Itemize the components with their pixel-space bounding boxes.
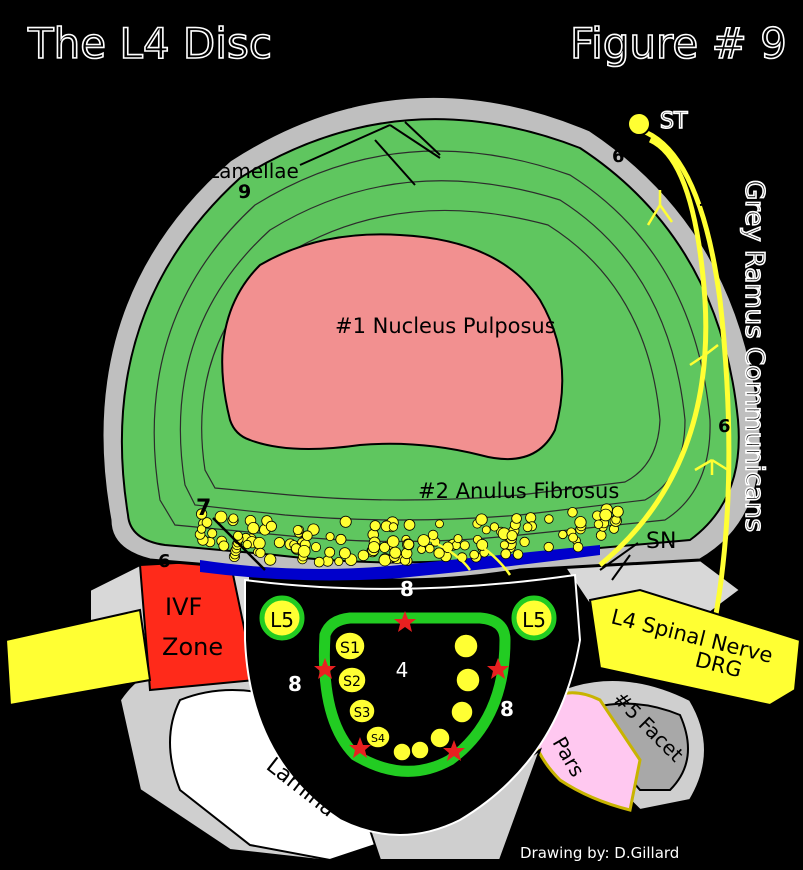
nerve-fiber-dot [470,550,479,559]
nerve-fiber-dot [569,533,578,542]
nerve-fiber-dot [302,531,312,541]
nerve-fiber-dot [428,530,438,540]
nerve-fiber-dot [336,534,346,544]
nerve-fiber-dot [387,536,399,548]
left-l5-label: L5 [270,608,294,632]
nerve-fiber-dot [390,547,401,558]
nerve-fiber-dot [500,541,508,549]
nerve-fiber-dot [274,538,284,548]
diagram-title: The L4 Disc [27,19,272,68]
nerve-fiber-dot [418,535,430,547]
num-6-bottom-left: 6 [158,551,171,572]
ivf-label-line2: Zone [162,633,223,661]
drawing-credit: Drawing by: D.Gillard [520,844,679,862]
nerve-fiber-dot [243,540,251,548]
nerve-fiber-dot [370,521,380,531]
right-root-2 [456,668,480,692]
num-8-left: 8 [288,672,302,696]
nerve-fiber-dot [594,520,603,529]
nerve-fiber-dot [490,523,498,531]
nerve-fiber-dot [568,508,578,518]
nerve-fiber-dot [596,531,606,541]
right-root-1 [454,634,478,658]
nerve-fiber-dot [512,514,522,524]
nerve-fiber-dot [358,550,369,561]
nerve-fiber-dot [335,557,343,565]
num-8-top: 8 [400,577,414,601]
sinuvertebral-st-ganglion [628,113,650,135]
nerve-fiber-dot [326,533,334,541]
s3-label: S3 [354,706,371,721]
nerve-fiber-dot [600,509,612,521]
nerve-fiber-dot [256,548,265,557]
nerve-fiber-dot [526,513,536,523]
figure-label: Figure # 9 [570,19,787,68]
nerve-fiber-dot [379,554,391,566]
nerve-fiber-dot [520,537,529,546]
nerve-fiber-dot [454,535,462,543]
num-6-right: 6 [718,416,731,437]
nerve-fiber-dot [311,543,320,552]
grey-ramus-label: Grey Ramus Communicans [739,180,769,532]
nucleus-label: #1 Nucleus Pulposus [335,314,556,338]
nerve-fiber-dot [368,542,379,553]
s4-label: S4 [371,732,385,745]
nerve-fiber-dot [298,545,310,557]
bottom-root-2 [411,741,429,759]
nerve-fiber-dot [507,531,517,541]
nerve-fiber-dot [229,514,238,523]
nerve-fiber-dot [325,547,335,557]
nerve-fiber-dot [208,529,217,538]
num-6-upper-right: 6 [612,146,625,167]
nerve-fiber-dot [573,542,583,552]
nerve-fiber-dot [575,517,586,528]
nerve-fiber-dot [389,523,397,531]
nerve-fiber-dot [266,521,276,531]
num-6-top: 6 [343,92,356,113]
lamellae-label: Lamellae [208,159,299,183]
ivf-label-line1: IVF [165,593,202,621]
num-6-left: 6 [86,314,99,335]
right-l5-label: L5 [522,608,546,632]
nerve-fiber-dot [460,541,469,550]
nerve-fiber-dot [404,520,415,531]
num-7: 7 [196,496,211,521]
nerve-fiber-dot [559,530,567,538]
nerve-fiber-dot [339,548,350,559]
nerve-fiber-dot [482,526,490,534]
nerve-fiber-dot [545,515,554,524]
right-root-3 [451,701,473,723]
nerve-fiber-dot [314,557,324,567]
nerve-fiber-dot [404,539,414,549]
nerve-fiber-dot [523,523,532,532]
nerve-fiber-dot [265,554,276,565]
nerve-fiber-dot [254,537,266,549]
s1-label: S1 [340,638,360,657]
num-8-right: 8 [500,697,514,721]
st-label: ST [660,109,688,134]
sn-label: SN [646,529,676,554]
nerve-fiber-dot [248,522,259,533]
anulus-label: #2 Anulus Fibrosus [418,479,619,503]
s2-label: S2 [343,674,361,690]
nerve-fiber-dot [612,506,623,517]
nerve-fiber-dot [544,542,553,551]
num-9: 9 [238,181,251,203]
nerve-fiber-dot [501,549,511,559]
nerve-fiber-dot [293,526,302,535]
bottom-root-1 [393,743,411,761]
canal-center-label: 4 [396,658,409,682]
nerve-fiber-dot [436,520,444,528]
right-root-4 [430,728,450,748]
nerve-fiber-dot [476,514,487,525]
nerve-fiber-dot [340,516,351,527]
nerve-fiber-dot [513,550,523,560]
nerve-fiber-dot [219,541,229,551]
